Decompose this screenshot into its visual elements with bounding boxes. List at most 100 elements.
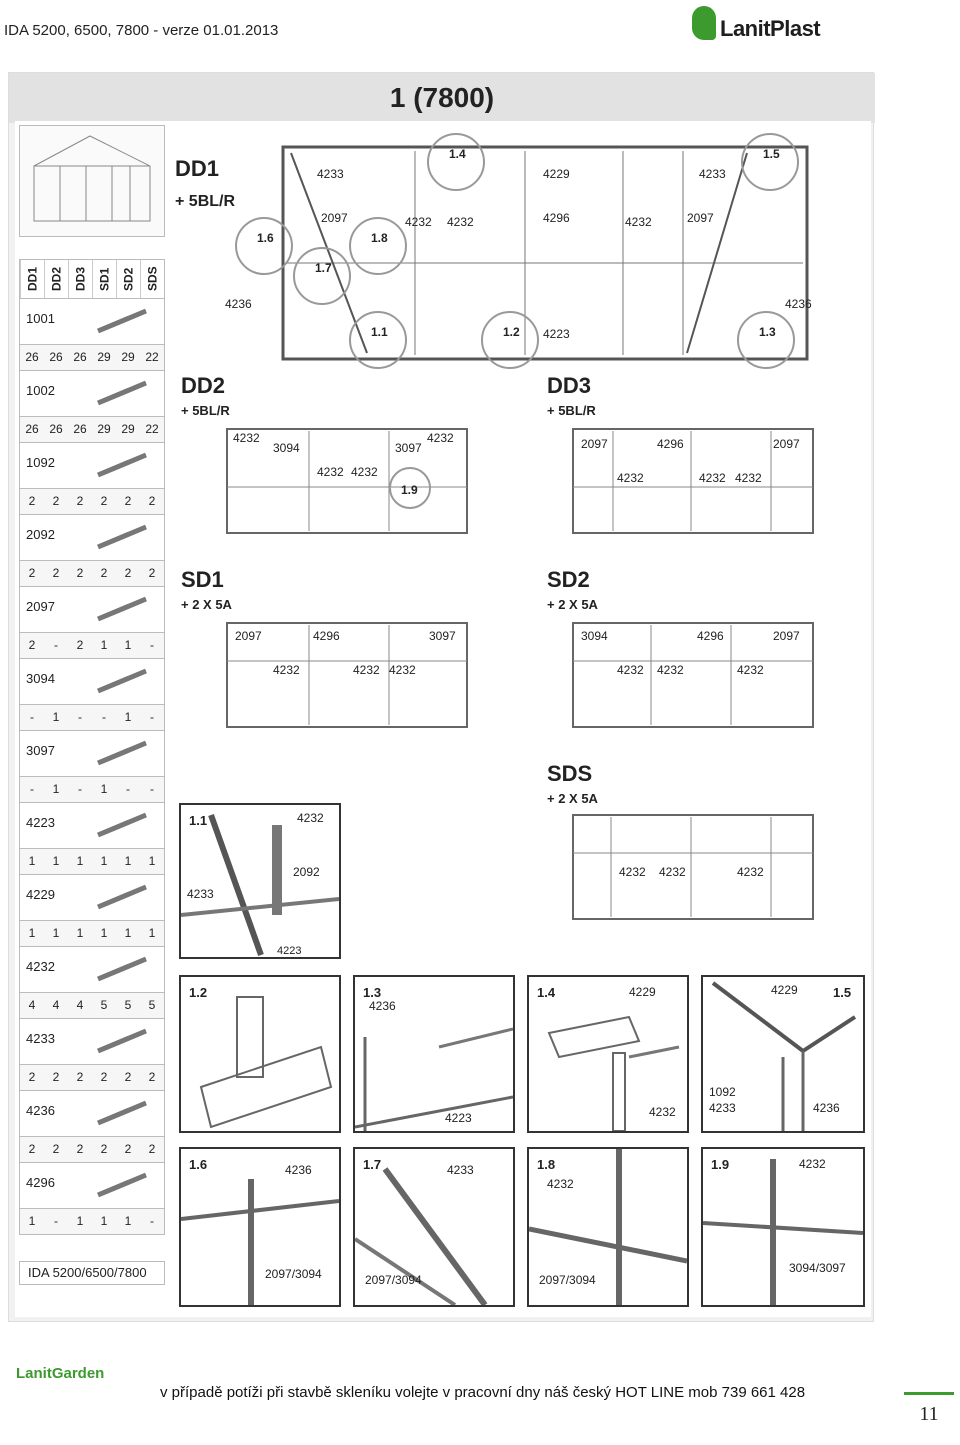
dd3-label: 4232 [617,471,644,485]
quantity-cell: 5 [148,998,156,1012]
dd3-frame-drawing [572,428,814,534]
detail-tag: 1.4 [537,985,556,1000]
sds-subtitle: + 2 X 5A [547,791,598,806]
quantity-cell: - [150,638,154,652]
quantity-cell: 29 [97,422,111,436]
detail-panel-1-8: 1.8 4232 2097/3094 [527,1147,689,1307]
part-icon [97,956,147,982]
part-row: 3097 [19,731,165,777]
quantity-cell: 1 [52,854,60,868]
detail-panel-1-9: 1.9 4232 3094/3097 [701,1147,865,1307]
part-row: 4233 [19,1019,165,1065]
quantity-cell: 29 [121,422,135,436]
footer-brand: LanitGarden [16,1365,105,1382]
dd3-title: DD3 [547,373,592,398]
quantity-cell: - [54,638,58,652]
detail-label: 2097/3094 [539,1273,596,1287]
col-dd3: DD3 [68,260,92,298]
dd2-title: DD2 [181,373,226,398]
quantity-cell: 2 [52,566,60,580]
sd1-label: 4232 [389,663,416,677]
sd1-title: SD1 [181,567,224,592]
part-code: 1001 [26,311,55,326]
parts-table-header: DD1 DD2 DD3 SD1 SD2 SDS [19,259,165,299]
quantity-cell: 26 [25,350,39,364]
quantity-cell: 1 [100,782,108,796]
detail-panel-1-6: 1.6 4236 2097/3094 [179,1147,341,1307]
part-icon [97,812,147,838]
detail-label: 4233 [709,1101,736,1115]
quantity-cell: 22 [145,350,159,364]
detail-tag: 1.8 [537,1157,556,1172]
part-row: 1001 [19,299,165,345]
dd3-subtitle: + 5BL/R [547,403,596,418]
quantity-cell: 1 [28,1214,36,1228]
dd3-label: 2097 [581,437,608,451]
sd2-frame-drawing [572,622,814,728]
quantity-cell: 1 [124,854,132,868]
quantity-cell: 1 [100,1214,108,1228]
quantity-cell: - [30,710,34,724]
dd1-label: 4232 [625,215,652,229]
dd2-label: 4232 [427,431,454,445]
sd2-label: 3094 [581,629,608,643]
detail-callout: 1.1 [349,311,407,369]
part-icon [97,596,147,622]
part-row: 2092 [19,515,165,561]
quantity-cell: - [150,782,154,796]
quantity-cell: 1 [100,926,108,940]
part-code: 4232 [26,959,55,974]
quantity-cell: 4 [76,998,84,1012]
detail-label: 2092 [293,865,320,879]
quantity-cell: 1 [52,926,60,940]
quantity-cell: 1 [52,710,60,724]
detail-label: 4232 [297,811,324,825]
quantity-cell: 2 [76,638,84,652]
quantity-cell: 2 [28,566,36,580]
quantity-cell: 1 [76,1214,84,1228]
part-row: 4296 [19,1163,165,1209]
detail-label: 4229 [629,985,656,999]
quantity-cell: 2 [52,1070,60,1084]
part-code: 2097 [26,599,55,614]
detail-panel-1-4: 1.4 4229 4232 [527,975,689,1133]
sd1-label: 3097 [429,629,456,643]
quantity-cell: 2 [28,1142,36,1156]
leaf-icon [692,6,716,40]
col-sd1: SD1 [92,260,116,298]
quantity-cell: 2 [28,638,36,652]
detail-label: 2097/3094 [265,1267,322,1281]
quantity-cell: 26 [49,422,63,436]
detail-callout: 1.7 [293,247,351,305]
dd1-label: 4223 [543,327,570,341]
detail-panel-1-2: 1.2 [179,975,341,1133]
quantity-cell: 2 [148,566,156,580]
dd1-label: 4229 [543,167,570,181]
detail-callout: 1.8 [349,217,407,275]
dd1-label: 4233 [699,167,726,181]
quantity-cell: 1 [124,926,132,940]
sds-label: 4232 [659,865,686,879]
dd3-label: 4232 [699,471,726,485]
quantity-cell: 26 [73,350,87,364]
detail-label: 3094/3097 [789,1261,846,1275]
dd1-title: DD1 [175,156,220,181]
sd1-label: 4232 [273,663,300,677]
detail-tag: 1.5 [833,985,852,1000]
detail-tag: 1.9 [711,1157,730,1172]
dd2-subtitle: + 5BL/R [181,403,230,418]
detail-label: 4236 [813,1101,840,1115]
part-code: 4223 [26,815,55,830]
part-code: 1092 [26,455,55,470]
sd2-label: 4232 [617,663,644,677]
quantity-cell: 2 [100,1142,108,1156]
detail-tag: 1.1 [189,813,208,828]
quantity-cell: 5 [124,998,132,1012]
